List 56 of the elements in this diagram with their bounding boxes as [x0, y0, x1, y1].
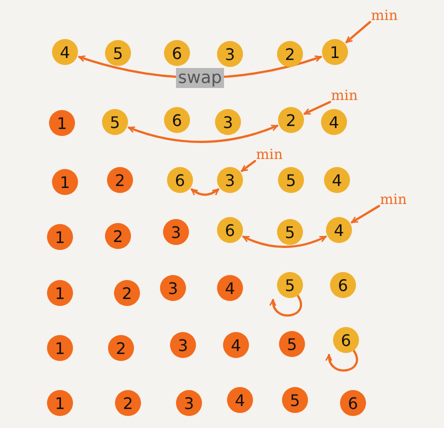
number-circle: 3 — [170, 332, 196, 358]
number-circle: 5 — [282, 387, 308, 413]
number-circle: 6 — [164, 40, 190, 66]
number-circle: 3 — [217, 167, 243, 193]
number-circle: 3 — [215, 109, 241, 135]
number-circle: 1 — [322, 39, 348, 65]
number-circle: 1 — [49, 110, 75, 136]
number-circle: 1 — [47, 280, 73, 306]
number-circle: 1 — [47, 335, 73, 361]
min-label: min — [380, 192, 407, 208]
number-circle: 5 — [277, 219, 303, 245]
leader-arrow — [350, 204, 380, 224]
number-circle: 2 — [105, 223, 131, 249]
swap-arrow — [190, 188, 220, 196]
number-circle: 3 — [163, 219, 189, 245]
number-circle: 1 — [47, 224, 73, 250]
number-circle: 6 — [340, 390, 366, 416]
number-circle: 5 — [105, 40, 131, 66]
number-circle: 3 — [160, 275, 186, 301]
number-circle: 6 — [167, 167, 193, 193]
number-circle: 3 — [176, 390, 202, 416]
loop-arrow — [270, 294, 302, 316]
number-circle: 2 — [107, 167, 133, 193]
number-circle: 1 — [52, 169, 78, 195]
swap-arrow — [128, 124, 278, 143]
number-circle: 4 — [324, 167, 350, 193]
loop-arrow — [326, 350, 358, 372]
min-label: min — [371, 8, 398, 24]
edge-label: swap — [176, 68, 224, 88]
min-label: min — [256, 147, 283, 163]
number-circle: 2 — [114, 280, 140, 306]
number-circle: 5 — [278, 167, 304, 193]
number-circle: 6 — [164, 107, 190, 133]
number-circle: 4 — [52, 39, 78, 65]
number-circle: 5 — [102, 109, 128, 135]
number-circle: 6 — [217, 217, 243, 243]
number-circle: 6 — [330, 272, 356, 298]
number-circle: 5 — [279, 331, 305, 357]
number-circle: 2 — [115, 390, 141, 416]
number-circle: 3 — [217, 41, 243, 67]
leader-arrow — [304, 100, 332, 115]
number-circle: 4 — [227, 387, 253, 413]
number-circle: 2 — [278, 107, 304, 133]
number-circle: 4 — [223, 332, 249, 358]
swap-arrow — [242, 236, 327, 248]
leader-arrow — [240, 160, 256, 172]
number-circle: 2 — [108, 335, 134, 361]
number-circle: 1 — [47, 390, 73, 416]
number-circle: 4 — [217, 275, 243, 301]
number-circle: 4 — [321, 109, 347, 135]
number-circle: 5 — [277, 272, 303, 298]
min-label: min — [331, 88, 358, 104]
leader-arrow — [345, 20, 372, 44]
number-circle: 4 — [326, 217, 352, 243]
number-circle: 6 — [333, 327, 359, 353]
number-circle: 2 — [277, 41, 303, 67]
